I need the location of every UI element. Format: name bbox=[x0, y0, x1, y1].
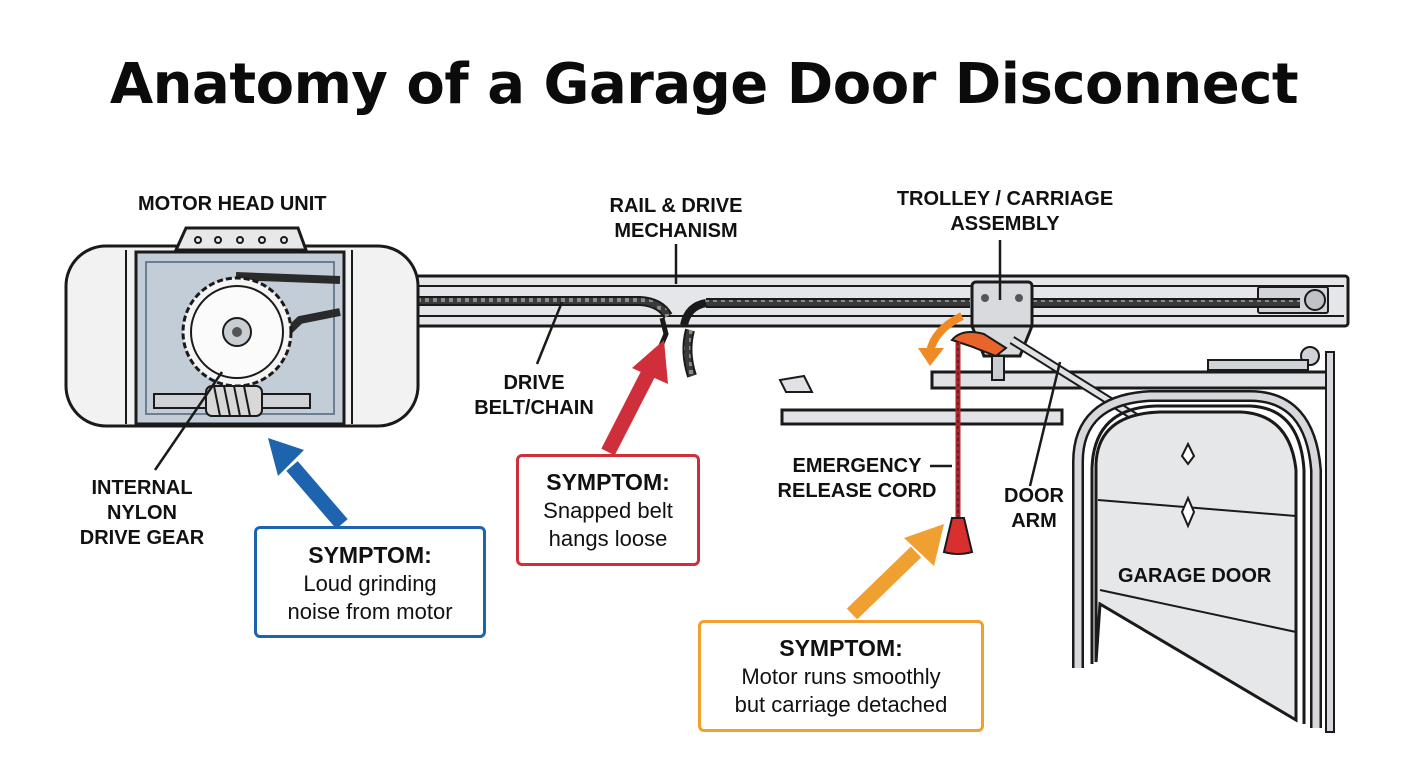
label-internal-nylon-drive-gear: INTERNAL NYLON DRIVE GEAR bbox=[79, 477, 205, 549]
arrow-motor-symptom-icon bbox=[268, 438, 348, 529]
nylon-drive-gear bbox=[181, 276, 293, 388]
label-emergency-release-cord: EMERGENCY RELEASE CORD bbox=[777, 455, 937, 502]
emergency-release-cord bbox=[942, 342, 974, 555]
label-garage-door: GARAGE DOOR bbox=[1118, 565, 1272, 587]
drive-belt bbox=[418, 296, 1300, 327]
label-trolley-carriage-assembly: TROLLEY / CARRIAGE ASSEMBLY bbox=[896, 188, 1114, 235]
label-drive-belt-chain: DRIVE BELT/CHAIN bbox=[474, 372, 594, 419]
symptom-box-carriage: SYMPTOM: Motor runs smoothly but carriag… bbox=[698, 620, 984, 732]
arrow-carriage-symptom-icon bbox=[846, 524, 944, 620]
arrow-belt-symptom-icon bbox=[601, 340, 668, 456]
page-title: Anatomy of a Garage Door Disconnect bbox=[109, 52, 1299, 117]
leader-lines bbox=[153, 240, 1062, 487]
garage-door bbox=[1072, 346, 1335, 733]
symptom-box-motor: SYMPTOM: Loud grinding noise from motor bbox=[254, 526, 486, 638]
label-door-arm: DOOR ARM bbox=[1004, 485, 1064, 532]
symptom-box-belt: SYMPTOM: Snapped belt hangs loose bbox=[516, 454, 700, 566]
trolley-carriage bbox=[950, 280, 1035, 358]
label-motor-head-unit: MOTOR HEAD UNIT bbox=[138, 193, 327, 215]
label-rail-drive-mechanism: RAIL & DRIVE MECHANISM bbox=[609, 195, 743, 242]
motor-head-unit bbox=[64, 226, 420, 428]
